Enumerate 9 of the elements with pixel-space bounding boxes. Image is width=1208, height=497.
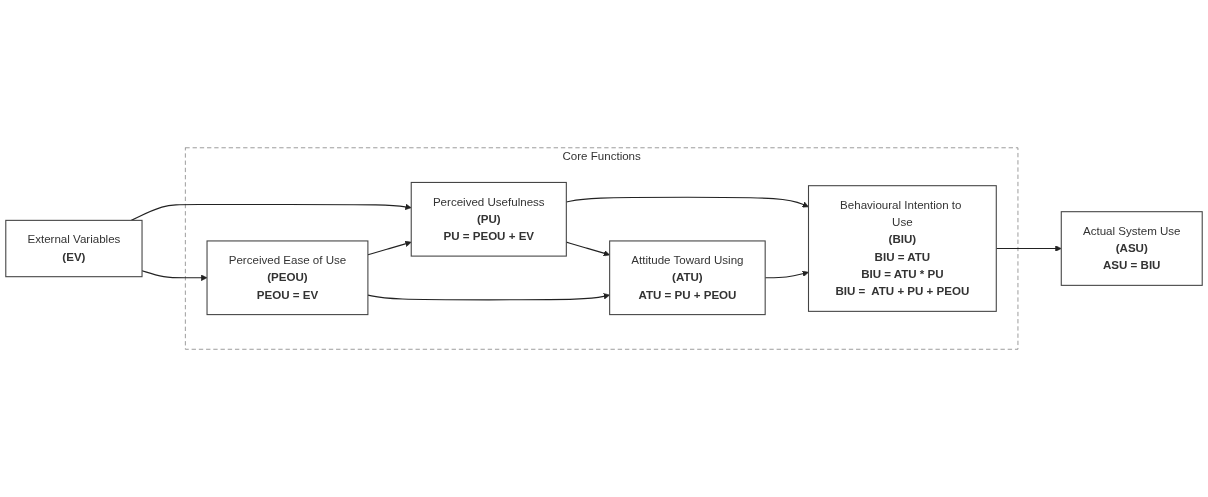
arrow [130,203,412,221]
node-box: Behavioural Intention to Use (BIU) BIU = ATU BIU = ATU * PU BIU = ATU + PU + PEOU [807,185,997,312]
node-box: Actual System Use (ASU) ASU = BIU [1060,211,1203,286]
node-box: External Variables (EV) [5,219,143,278]
node-box: Perceived Ease of Use (PEOU) PEOU = EV [206,240,369,316]
arrow [367,293,610,301]
arrow [367,240,412,256]
node-box: Attitude Toward Using (ATU) ATU = PU + PEOU [609,240,766,316]
node-box: Perceived Usefulness (PU) PU = PEOU + EV [410,181,567,257]
